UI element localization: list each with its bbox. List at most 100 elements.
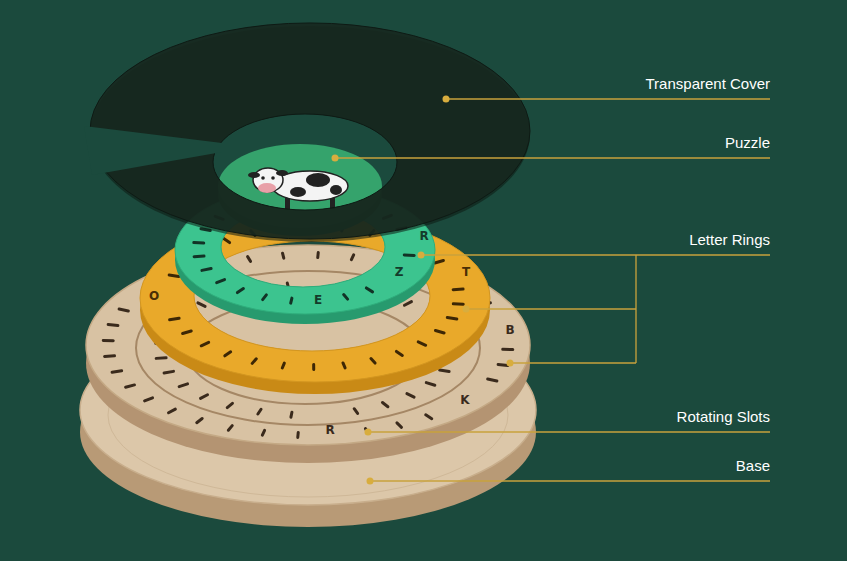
- slot-mark: [225, 352, 231, 356]
- slot-mark: [258, 409, 261, 414]
- slot-mark: [447, 318, 457, 320]
- leader-dot: [332, 155, 339, 162]
- slot-mark: [126, 385, 135, 387]
- slot-mark: [156, 356, 166, 360]
- slot-mark: [382, 403, 387, 407]
- cow-spot: [330, 185, 342, 195]
- slot-mark: [344, 295, 348, 300]
- leader-line: [368, 431, 770, 432]
- slot-mark: [103, 339, 113, 342]
- slot-mark: [252, 359, 256, 364]
- cover-notch: [84, 126, 222, 175]
- slot-mark: [227, 403, 232, 407]
- slot-mark: [262, 430, 264, 435]
- slot-mark: [248, 257, 251, 262]
- leader-line: [510, 362, 636, 363]
- slot-mark: [404, 302, 411, 306]
- slot-mark: [407, 394, 414, 397]
- slot-mark: [498, 364, 508, 365]
- ring-letter: T: [462, 265, 470, 279]
- slot-mark: [488, 379, 497, 381]
- slot-mark: [201, 342, 208, 345]
- slot-mark: [224, 239, 230, 243]
- cow-ear: [248, 172, 260, 178]
- cow-body: [272, 171, 348, 201]
- cow-picture: [248, 168, 348, 209]
- slot-mark: [289, 412, 293, 417]
- slot-mark: [366, 288, 372, 292]
- part-label: Transparent Cover: [646, 75, 771, 93]
- slot-mark: [503, 348, 513, 351]
- slot-mark: [112, 371, 122, 372]
- ring-letter: Z: [395, 265, 404, 279]
- slot-mark: [453, 302, 463, 305]
- part-label: Letter Rings: [689, 231, 770, 249]
- slot-mark: [435, 260, 444, 263]
- slot-mark: [108, 324, 118, 325]
- slot-mark: [198, 303, 205, 306]
- slot-mark: [354, 409, 357, 414]
- leader-dots: [332, 96, 514, 485]
- ring-letter: K: [460, 393, 469, 407]
- leader-line: [446, 98, 770, 99]
- slot-mark: [119, 309, 128, 311]
- leader-line: [466, 308, 636, 309]
- leader-dot: [507, 360, 514, 367]
- leader-dot: [418, 252, 425, 259]
- slot-mark: [170, 318, 179, 320]
- slot-mark: [316, 253, 319, 258]
- slot-mark: [397, 423, 402, 427]
- slot-mark: [343, 363, 345, 368]
- slot-mark: [202, 268, 211, 270]
- leader-line: [335, 157, 770, 158]
- slot-mark: [283, 253, 284, 258]
- slot-mark: [169, 409, 176, 413]
- part-label: Puzzle: [725, 134, 770, 152]
- ring-letter: O: [149, 289, 159, 303]
- leader-line: [421, 254, 770, 255]
- slot-mark: [404, 253, 414, 257]
- slot-mark: [237, 289, 243, 293]
- slot-mark: [282, 363, 284, 368]
- slot-mark: [426, 415, 432, 419]
- cow-nose: [258, 183, 276, 193]
- slot-mark: [296, 432, 299, 437]
- slot-mark: [396, 351, 402, 355]
- leader-lines: [335, 99, 770, 481]
- slot-mark: [217, 280, 225, 283]
- slot-mark: [291, 298, 292, 303]
- slot-mark: [164, 371, 173, 373]
- slot-mark: [197, 418, 202, 422]
- slot-mark: [426, 383, 435, 386]
- slot-mark: [169, 275, 179, 277]
- leader-dot: [463, 306, 470, 313]
- transparent-cover: [84, 23, 530, 242]
- leader-dot: [367, 478, 374, 485]
- leader-line: [370, 480, 770, 481]
- bracket-line: [635, 255, 636, 363]
- leader-dot: [443, 96, 450, 103]
- slot-mark: [312, 364, 315, 369]
- slot-mark: [263, 295, 267, 300]
- slot-mark: [351, 255, 353, 260]
- ring-letter: E: [314, 293, 322, 307]
- slot-mark: [418, 342, 425, 345]
- ring-letter: B: [505, 323, 514, 337]
- leader-dot: [365, 429, 372, 436]
- cow-eye: [261, 176, 265, 180]
- slot-mark: [371, 359, 375, 364]
- slot-mark: [440, 370, 449, 372]
- part-label: Base: [736, 457, 770, 475]
- slot-mark: [179, 384, 187, 387]
- cow-spot: [306, 173, 330, 187]
- slot-mark: [435, 330, 444, 332]
- part-label: Rotating Slots: [677, 408, 770, 426]
- ring-letter: R: [325, 423, 334, 437]
- slot-mark: [145, 398, 153, 401]
- ring-letter: R: [419, 229, 428, 243]
- slot-mark: [183, 331, 192, 334]
- slot-mark: [194, 254, 204, 258]
- cow-ear: [276, 170, 288, 176]
